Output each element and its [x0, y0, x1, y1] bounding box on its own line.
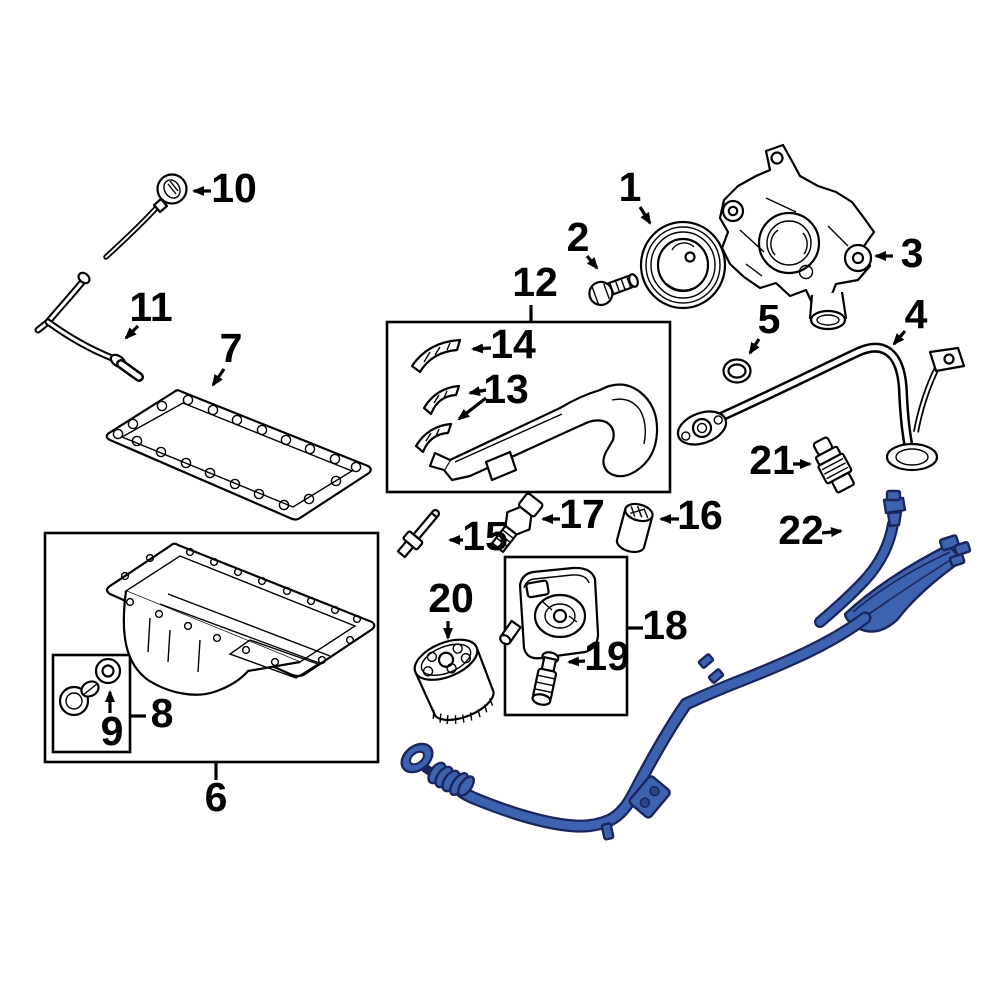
o-ring-drawing: [722, 358, 752, 384]
tube-clamp: [628, 775, 671, 819]
drain-plug-washer-drawing: [94, 657, 122, 685]
callout-7-label: 7: [220, 325, 243, 371]
callout-18: 18: [628, 602, 688, 648]
callout-11-label: 11: [129, 284, 172, 330]
callout-16: 16: [659, 492, 723, 538]
callout-5-label: 5: [758, 296, 781, 342]
callout-17: 17: [541, 491, 605, 537]
dipstick-tube-drawing: [34, 271, 144, 382]
oil-pan-drawing: [105, 542, 376, 696]
callout-9: 9: [101, 690, 124, 754]
callout-10-label: 10: [211, 165, 257, 211]
seal-13a-drawing: [422, 384, 461, 416]
callout-11: 11: [124, 284, 173, 340]
leader-13b: [457, 396, 487, 421]
callout-1-label: 1: [619, 164, 642, 210]
callout-2: 2: [567, 214, 599, 270]
seal-14-drawing: [410, 338, 462, 374]
tube-bracket-end: [938, 534, 972, 568]
tube-handle-end: [400, 742, 475, 797]
oil-pump-drawing: [718, 143, 876, 331]
callout-20-label: 20: [428, 575, 474, 621]
callout-18-label: 18: [642, 602, 688, 648]
callout-12-label: 12: [512, 259, 558, 305]
callout-6-label: 6: [205, 774, 228, 820]
oil-filter-drawing: [413, 638, 495, 725]
sensor-21-drawing: [812, 436, 855, 494]
callout-4: 4: [892, 291, 928, 346]
leader-7: [211, 368, 226, 387]
callout-8: 8: [131, 690, 173, 736]
callout-22-label: 22: [778, 507, 824, 553]
callout-3: 3: [874, 230, 924, 276]
callout-2-label: 2: [567, 214, 590, 260]
crank-pulley-drawing: [639, 220, 727, 310]
callout-16-label: 16: [677, 492, 723, 538]
drain-plug-drawing: [58, 680, 100, 717]
callout-10: 10: [192, 165, 257, 211]
callout-1: 1: [619, 164, 652, 225]
callout-15-label: 15: [462, 513, 508, 559]
callout-13: 13: [457, 366, 529, 421]
leader-14: [471, 343, 492, 354]
fitting-19-drawing: [531, 651, 560, 706]
leader-1: [638, 206, 652, 225]
callouts-layer: 1 2 3 4 5 6 7 8 9 10 11 12 13 14 15: [101, 164, 928, 820]
leader-5: [748, 338, 761, 355]
callout-3-label: 3: [901, 230, 924, 276]
callout-15: 15: [448, 513, 508, 559]
seal-13b-drawing: [414, 422, 453, 454]
leader-19: [567, 656, 586, 667]
callout-19: 19: [567, 633, 630, 679]
callout-12: 12: [512, 259, 558, 321]
windage-tray-drawing: [428, 383, 659, 482]
callout-6: 6: [205, 763, 228, 820]
callout-19-label: 19: [584, 633, 630, 679]
callout-8-label: 8: [151, 690, 174, 736]
callout-14-label: 14: [490, 321, 536, 367]
callout-5: 5: [748, 296, 781, 355]
leader-22: [821, 527, 843, 538]
callout-14: 14: [471, 321, 536, 367]
callout-9-label: 9: [101, 708, 124, 754]
leader-4: [892, 329, 907, 346]
pulley-bolt-drawing: [588, 273, 639, 307]
sensor-17-drawing: [490, 492, 544, 553]
callout-17-label: 17: [559, 491, 605, 537]
stud-15-drawing: [396, 509, 441, 559]
callout-22: 22: [778, 507, 843, 553]
leader-11: [124, 324, 140, 340]
callout-7: 7: [211, 325, 243, 387]
leader-2: [585, 254, 599, 270]
callout-20: 20: [428, 575, 474, 640]
callout-13-label: 13: [483, 366, 529, 412]
pickup-tube-drawing: [676, 342, 966, 472]
filter-element-16-drawing: [615, 502, 654, 554]
callout-21-label: 21: [749, 437, 795, 483]
dipstick-drawing: [103, 173, 188, 260]
oil-level-tube-drawing: [400, 489, 972, 841]
leader-13a: [468, 386, 487, 397]
oil-cooler-drawing: [499, 566, 600, 660]
callout-4-label: 4: [905, 291, 928, 337]
callout-21: 21: [749, 437, 812, 483]
oil-pan-gasket-drawing: [105, 389, 372, 521]
